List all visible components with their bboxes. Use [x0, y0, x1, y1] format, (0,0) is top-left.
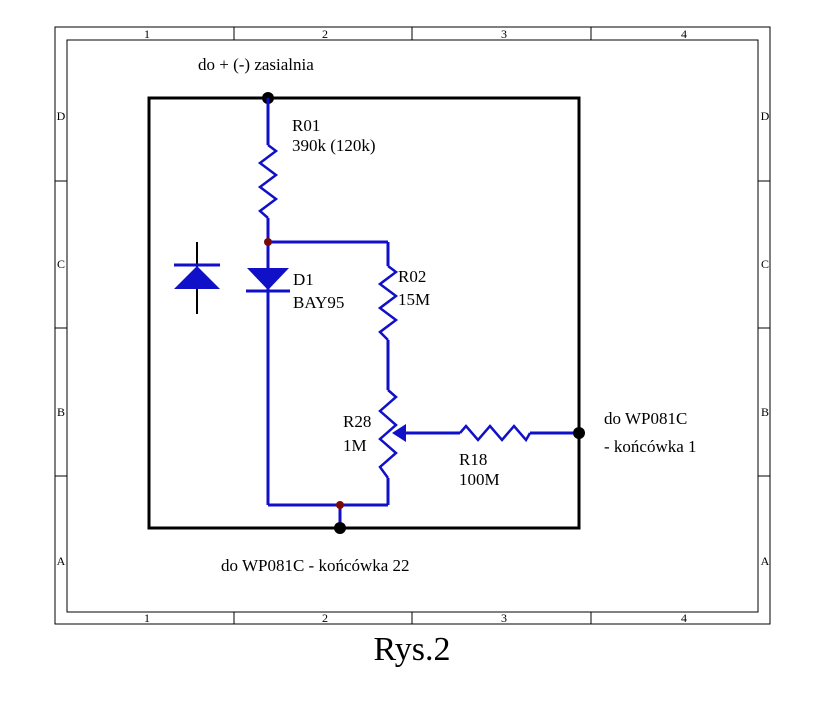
frame-row-ticks-right [758, 180, 770, 477]
enclosure-box [147, 96, 581, 530]
r28-ref: R28 [343, 412, 371, 431]
frame-row-label: C [761, 257, 769, 271]
junction-dot [264, 238, 272, 246]
r01-value: 390k (120k) [292, 136, 376, 155]
circuit-wiring [266, 98, 579, 528]
d1-value: BAY95 [293, 293, 344, 312]
r18-ref: R18 [459, 450, 487, 469]
frame-col-label: 3 [501, 611, 507, 625]
frame-col-label: 2 [322, 611, 328, 625]
frame-column-ticks-top [233, 27, 592, 40]
figure-caption: Rys.2 [373, 631, 450, 668]
frame-col-label: 3 [501, 27, 507, 41]
bottom-terminal [334, 522, 346, 534]
frame-col-label: 4 [681, 27, 687, 41]
d1-ref: D1 [293, 270, 314, 289]
frame-row-label: D [57, 109, 66, 123]
frame-col-label: 1 [144, 27, 150, 41]
r02-ref: R02 [398, 267, 426, 286]
frame-row-label: D [761, 109, 770, 123]
r01-ref: R01 [292, 116, 320, 135]
frame-col-label: 4 [681, 611, 687, 625]
resistor-r01 [257, 144, 279, 219]
frame-row-ticks-left [55, 180, 67, 477]
r28-wiper-arrow [392, 424, 406, 442]
potentiometer-r28 [378, 389, 398, 479]
outer-frame [54, 26, 771, 625]
frame-row-label: B [761, 405, 769, 419]
bottom-terminal-label: do WP081C - końcówka 22 [221, 556, 410, 575]
resistor-r02 [377, 265, 399, 341]
frame-row-label: C [57, 257, 65, 271]
frame-col-label: 1 [144, 611, 150, 625]
r28-value: 1M [343, 436, 367, 455]
inner-frame [66, 39, 759, 613]
frame-row-label: A [57, 554, 66, 568]
junction-dot [336, 501, 344, 509]
right-terminal [573, 427, 585, 439]
r02-value: 15M [398, 290, 430, 309]
resistor-r18 [459, 424, 532, 443]
diode-d1 [246, 268, 290, 293]
right-terminal-label-line1: do WP081C [604, 409, 687, 428]
supply-label: do + (-) zasialnia [198, 55, 314, 74]
r18-value: 100M [459, 470, 500, 489]
diode-symbol-legend [174, 242, 220, 314]
frame-column-ticks-bottom [233, 612, 592, 624]
frame-row-label: A [761, 554, 770, 568]
frame-col-label: 2 [322, 27, 328, 41]
frame-row-label: B [57, 405, 65, 419]
right-terminal-label-line2: - końcówka 1 [604, 437, 697, 456]
